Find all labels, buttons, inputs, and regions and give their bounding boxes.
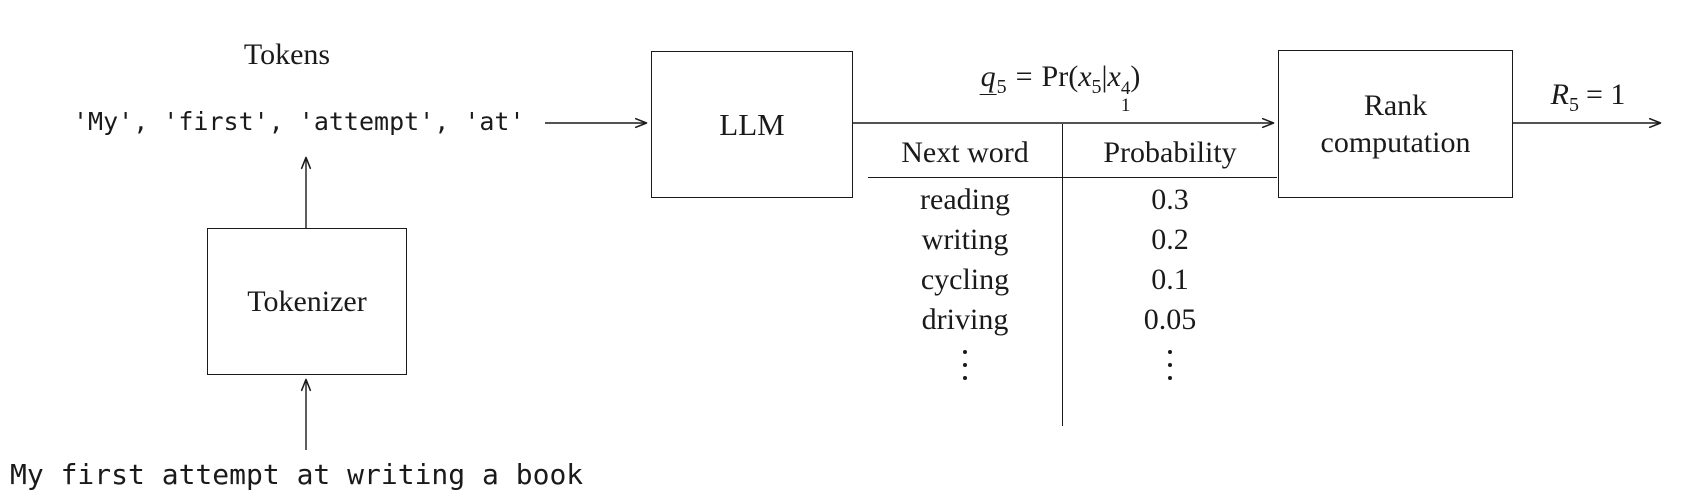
table-cell-word-3: cycling bbox=[868, 258, 1063, 298]
probability-table: Next word Probability reading 0.3 writin… bbox=[868, 124, 1277, 426]
llm-box: LLM bbox=[651, 51, 853, 198]
formula-q: q bbox=[979, 60, 997, 95]
rank-label-line1: Rank bbox=[1363, 89, 1428, 122]
input-sentence: My first attempt at writing a book bbox=[10, 458, 584, 491]
table-cell-word-1: reading bbox=[868, 178, 1063, 218]
rank-label-line2: computation bbox=[1320, 126, 1471, 159]
table-cell-prob-2: 0.2 bbox=[1151, 223, 1189, 256]
table-cell-prob-4: 0.05 bbox=[1143, 303, 1197, 336]
tokenizer-box: Tokenizer bbox=[207, 228, 407, 375]
vertical-ellipsis-words bbox=[868, 338, 1063, 426]
table-cell-word-4: driving bbox=[868, 298, 1063, 338]
table-cell-prob-3: 0.1 bbox=[1151, 263, 1189, 296]
rank-computation-box: Rank computation bbox=[1278, 50, 1513, 198]
table-cell-prob-1: 0.3 bbox=[1151, 183, 1189, 216]
rank-result: R5= 1 bbox=[1550, 78, 1626, 116]
table-header-probability: Probability bbox=[1063, 124, 1277, 178]
table-header-next-word: Next word bbox=[868, 124, 1063, 178]
table-cell-word-2: writing bbox=[868, 218, 1063, 258]
tokens-label: Tokens bbox=[243, 38, 331, 71]
vertical-ellipsis-probs bbox=[1063, 338, 1277, 426]
tokens-text: 'My', 'first', 'attempt', 'at' bbox=[73, 107, 525, 136]
tokenizer-label: Tokenizer bbox=[247, 285, 367, 318]
llm-label: LLM bbox=[719, 107, 785, 142]
